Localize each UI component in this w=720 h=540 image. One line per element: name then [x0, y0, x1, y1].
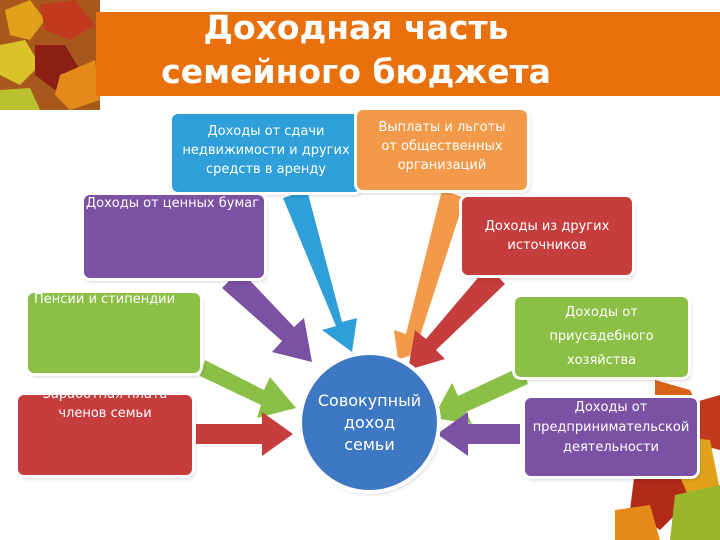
arrow-other [408, 266, 505, 370]
arrow-wages [196, 412, 293, 456]
source-box-securities: Доходы от ценных бумаг [84, 195, 264, 278]
arrow-household [433, 366, 528, 424]
source-label-pensions: Пенсии и стипендии [34, 292, 176, 307]
source-label-business: Доходы от предпринимательской деятельнос… [532, 400, 690, 455]
source-box-wages: Заработная плата членов семьи [18, 395, 192, 475]
arrow-rent [283, 190, 357, 352]
source-box-household: Доходы от приусадебного хозяйства [515, 297, 688, 377]
total-income-circle: Совокупный доход семьи [302, 355, 437, 490]
arrow-benefits [394, 190, 465, 360]
source-label-wages: Заработная плата членов семьи [43, 395, 168, 421]
source-label-rent: Доходы от сдачи недвижимости и других ср… [182, 124, 350, 177]
diagram-title: Доходная часть семейного бюджета [96, 6, 616, 94]
title-bar [96, 12, 720, 96]
autumn-leaves-decoration [0, 0, 100, 110]
source-box-rent: Доходы от сдачи недвижимости и других ср… [172, 114, 360, 192]
arrow-securities [222, 270, 312, 362]
total-income-label: Совокупный доход семьи [317, 390, 422, 454]
source-box-business: Доходы от предпринимательской деятельнос… [525, 398, 697, 476]
arrow-business [437, 412, 520, 456]
source-box-pensions: Пенсии и стипендии [28, 292, 200, 373]
title-line-1: Доходная часть [203, 8, 509, 47]
arrow-pensions [200, 360, 296, 418]
title-line-2: семейного бюджета [161, 52, 551, 91]
source-box-other: Доходы из других источников [462, 197, 632, 275]
source-label-benefits: Выплаты и льготы от общественных организ… [378, 120, 506, 173]
source-label-securities: Доходы от ценных бумаг [86, 196, 260, 211]
source-label-household: Доходы от приусадебного хозяйства [549, 305, 654, 368]
source-box-benefits: Выплаты и льготы от общественных организ… [357, 110, 527, 190]
source-label-other: Доходы из других источников [484, 219, 610, 253]
